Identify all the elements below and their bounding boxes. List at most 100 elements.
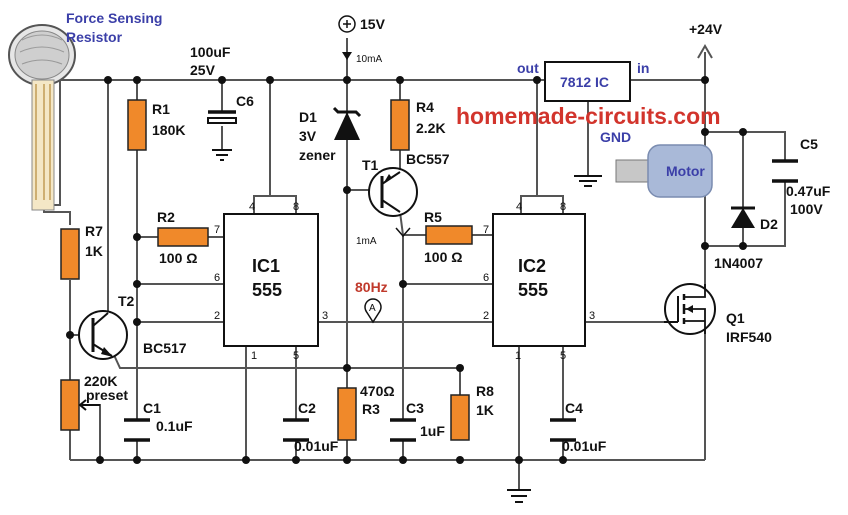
junction-dot <box>133 456 141 464</box>
r8-label: R8 <box>476 383 494 399</box>
r2-value: 100 Ω <box>159 250 197 266</box>
ic2-pin4: 4 <box>516 201 522 213</box>
c5-label: C5 <box>800 136 818 152</box>
junction-dot <box>218 76 226 84</box>
r3-label: R3 <box>362 401 380 417</box>
ic2-part: 555 <box>518 280 548 300</box>
junction-dot <box>343 456 351 464</box>
c2-value: 0.01uF <box>294 438 339 454</box>
junction-dot <box>515 456 523 464</box>
r7-value: 1K <box>85 243 103 259</box>
ic1-pin5: 5 <box>293 350 299 362</box>
preset-resistor <box>60 379 80 431</box>
r3-resistor <box>337 387 357 441</box>
current-10ma-label: 10mA <box>356 54 382 65</box>
ic2-pin5: 5 <box>560 350 566 362</box>
q1-part: IRF540 <box>726 329 772 345</box>
ic1-pin2: 2 <box>214 310 220 322</box>
probe-point-a <box>364 298 382 324</box>
r8-value: 1K <box>476 402 494 418</box>
c6-label: C6 <box>236 93 254 109</box>
r7-label: R7 <box>85 223 103 239</box>
ic1-chip <box>223 213 319 347</box>
ic1-part: 555 <box>252 280 282 300</box>
junction-dot <box>399 280 407 288</box>
r7-resistor <box>60 228 80 280</box>
junction-dot <box>399 456 407 464</box>
r5-label: R5 <box>424 209 442 225</box>
junction-dot <box>343 364 351 372</box>
d1-voltage: 3V <box>299 128 317 144</box>
junction-dot <box>133 76 141 84</box>
junction-dot <box>701 242 709 250</box>
junction-dot <box>701 76 709 84</box>
junction-dot <box>456 364 464 372</box>
r2-resistor <box>157 227 209 247</box>
d2-diode <box>731 206 755 228</box>
junction-dot <box>66 331 74 339</box>
ic2-pin6: 6 <box>483 272 489 284</box>
ic2-pin1: 1 <box>515 350 521 362</box>
c1-label: C1 <box>143 400 161 416</box>
q1-label: Q1 <box>726 310 745 326</box>
d1-label: D1 <box>299 109 317 125</box>
junction-dot <box>133 233 141 241</box>
junction-dot <box>343 186 351 194</box>
c5-value-line1: 0.47uF <box>786 183 831 199</box>
regulator-7812 <box>544 61 631 102</box>
preset-wiper <box>78 399 100 411</box>
junction-dot <box>266 76 274 84</box>
r2-label: R2 <box>157 209 175 225</box>
junction-dot <box>133 280 141 288</box>
ic2-label: IC2 <box>518 256 546 276</box>
r4-label: R4 <box>416 99 434 115</box>
junction-dots <box>66 76 747 464</box>
c6-capacitor <box>207 110 237 161</box>
preset-value: 220K <box>84 373 117 389</box>
fsr-title-line1: Force Sensing <box>66 10 162 26</box>
frequency-label: 80Hz <box>355 279 388 295</box>
ic1-label: IC1 <box>252 256 280 276</box>
supply-15v-label: 15V <box>360 16 386 32</box>
t2-transistor <box>78 310 128 360</box>
junction-dot <box>133 318 141 326</box>
ground-symbol-regulator <box>574 175 602 187</box>
supply-24v-arrow <box>697 44 713 59</box>
motor-label: Motor <box>666 163 705 179</box>
c2-label: C2 <box>298 400 316 416</box>
r1-resistor <box>127 99 147 151</box>
r8-resistor <box>450 394 470 441</box>
ic2-chip <box>492 213 586 347</box>
ic1-pin3: 3 <box>322 310 328 322</box>
regulator-label: 7812 IC <box>560 74 609 90</box>
ic2-pin2: 2 <box>483 310 489 322</box>
d1-type: zener <box>299 147 336 163</box>
q1-mosfet <box>664 283 716 335</box>
t2-label: T2 <box>118 293 135 309</box>
junction-dot <box>242 456 250 464</box>
c3-value: 1uF <box>420 423 445 439</box>
c4-capacitor <box>550 418 576 442</box>
site-watermark: homemade-circuits.com <box>456 103 721 129</box>
junction-dot <box>456 456 464 464</box>
c5-capacitor <box>772 159 798 183</box>
junction-dot <box>739 242 747 250</box>
ic2-pin8: 8 <box>560 201 566 213</box>
supply-24v-label: +24V <box>689 21 723 37</box>
junction-dot <box>739 128 747 136</box>
junction-dot <box>292 456 300 464</box>
motor-symbol <box>615 144 713 198</box>
t2-part: BC517 <box>143 340 187 356</box>
force-sensing-resistor <box>8 24 76 211</box>
c3-label: C3 <box>406 400 424 416</box>
preset-label: preset <box>86 387 128 403</box>
junction-dot <box>559 456 567 464</box>
d1-zener-diode <box>332 106 362 140</box>
regulator-in-label: in <box>637 60 649 76</box>
c4-label: C4 <box>565 400 583 416</box>
junction-dot <box>343 76 351 84</box>
c6-value-line2: 25V <box>190 62 216 78</box>
t1-part: BC557 <box>406 151 450 167</box>
c1-value: 0.1uF <box>156 418 193 434</box>
